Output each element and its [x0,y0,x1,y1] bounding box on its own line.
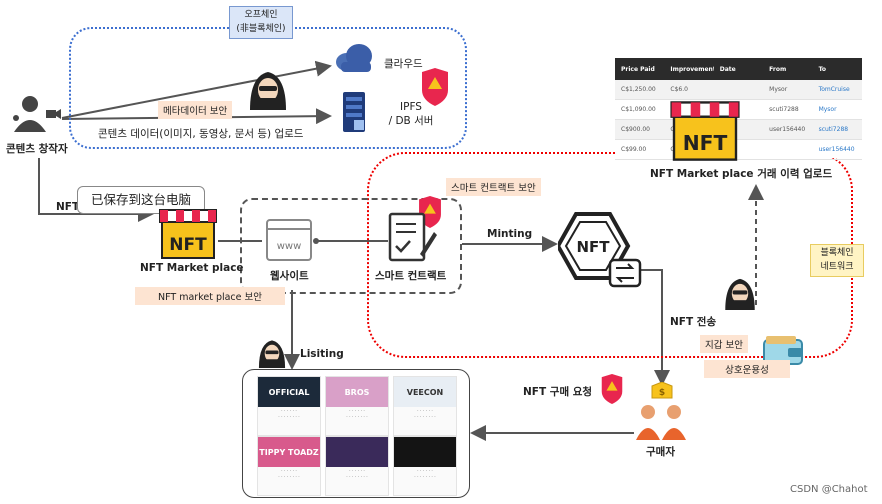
collection-card[interactable]: · · · · · ·· · · · · · · · [393,436,457,496]
security-shield-icon [422,68,448,106]
header-from: From [769,65,787,73]
svg-text:NFT: NFT [576,238,610,256]
creator-label: 콘텐츠 창작자 [6,143,68,155]
hacker-listing-icon [258,340,286,368]
watermark: CSDN @Chahot [790,484,868,495]
blockchain-tag-label: 블록체인 [820,248,854,258]
marketplace-security-label: NFT market place 보안 [135,287,285,305]
buyer-label: 구매자 [646,446,675,458]
header-date: Date [719,65,736,73]
svg-text:NFT: NFT [169,235,207,255]
header-fee: Improvement Fee [670,65,714,73]
table-header: Price Paid Improvement Fee Date From To [615,58,862,80]
header-to: To [818,65,826,73]
metadata-security-label: 메타데이터 보안 [158,101,233,119]
svg-text:$: $ [659,388,665,398]
hacker-transfer-icon [725,278,755,310]
platform-box [240,198,462,294]
cloud-icon [336,44,372,72]
blockchain-tag-sub: 네트워크 [820,262,854,272]
interoperability-label: 상호운용성 [704,360,790,378]
nft-token-icon: NFT [558,212,642,288]
trade-history-label: NFT Market place 거래 이력 업로드 [650,168,833,180]
collection-card[interactable]: OFFICIAL · · · · · ·· · · · · · · · [257,376,321,436]
marketplace-screenshot: OFFICIAL · · · · · ·· · · · · · · · BROS… [242,369,470,498]
collection-card[interactable]: TIPPY TOADZ · · · · · ·· · · · · · · · [257,436,321,496]
hacker-icon [250,72,286,110]
blockchain-tag: 블록체인 네트워크 [810,244,864,277]
offchain-tag: 오프체인 (非블록체인) [229,6,293,39]
collection-card[interactable]: BROS · · · · · ·· · · · · · · · [325,376,389,436]
website-icon: www [266,219,312,261]
ipfs-label: IPFS / DB 서버 [386,101,436,128]
content-data-label: 콘텐츠 데이터(이미지, 동영상, 문서 등) 업로드 [98,128,304,140]
listing-label: Lisiting [300,348,344,360]
nft-transfer-label: NFT 전송 [670,316,717,328]
contract-icon [388,212,437,262]
collection-card[interactable]: VEECON · · · · · ·· · · · · · · · [393,376,457,436]
offchain-tag-sub: (非블록체인) [236,24,286,34]
svg-text:NFT: NFT [683,131,728,155]
svg-text:www: www [277,241,302,252]
ipfs-label-line1: IPFS [400,101,422,113]
contract-security-label: 스마트 컨트랙트 보안 [446,178,541,196]
nft-flow-label: NFT [56,201,80,213]
arrow-creator-to-marketplace [38,158,154,222]
purchase-shield-icon [601,374,623,404]
creator-icon [13,96,61,132]
contract-label: 스마트 컨트랙트 [375,270,447,282]
collection-card[interactable]: · · · · · ·· · · · · · · · [325,436,389,496]
arrow-to-cloud [61,60,332,119]
nft-store-history-icon: NFT [670,101,740,161]
header-price: Price Paid [621,65,655,73]
cloud-label: 클라우드 [384,58,423,70]
ipfs-label-line2: / DB 서버 [388,115,434,127]
offchain-tag-label: 오프체인 [244,10,278,20]
server-icon [343,92,365,132]
nft-marketplace-label: NFT Market place [140,262,244,274]
purchase-request-label: NFT 구매 요청 [523,386,593,398]
minting-label: Minting [487,228,533,240]
buyer-icon: $ [636,382,686,440]
website-label: 웹사이트 [270,270,309,282]
nft-store-icon: NFT [159,209,217,259]
wallet-security-label: 지갑 보안 [700,335,748,353]
